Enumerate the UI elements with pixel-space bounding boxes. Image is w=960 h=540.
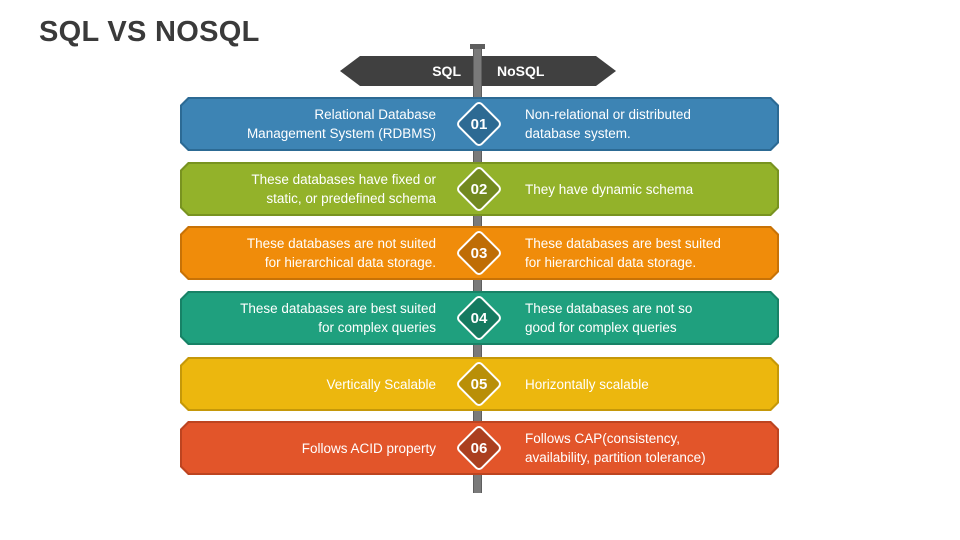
sql-description: These databases are best suited for compl… [192, 291, 436, 345]
nosql-description: These databases are best suited for hiera… [525, 226, 765, 280]
sql-sign: SQL [340, 56, 473, 86]
nosql-description: They have dynamic schema [525, 162, 765, 216]
nosql-text-line: availability, partition tolerance) [525, 450, 706, 465]
page-title: SQL VS NOSQL [39, 16, 260, 48]
row-number: 01 [470, 115, 488, 133]
sql-text-line: for hierarchical data storage. [264, 255, 436, 270]
nosql-text-line: These databases are best suited [525, 236, 721, 251]
nosql-description: Non-relational or distributed database sy… [525, 97, 765, 151]
comparison-row: Follows ACID property Follows CAP(consist… [180, 421, 779, 475]
number-badge: 02 [454, 164, 504, 214]
sql-text-line: Follows ACID property [301, 440, 436, 456]
sql-description: These databases have fixed or static, or … [192, 162, 436, 216]
row-number: 03 [470, 244, 488, 262]
row-number: 06 [470, 439, 488, 457]
sql-text-line: Vertically Scalable [326, 376, 436, 392]
number-badge: 06 [454, 423, 504, 473]
number-badge: 05 [454, 359, 504, 409]
nosql-text-line: database system. [525, 126, 631, 141]
sql-text-line: These databases have fixed or [251, 172, 436, 187]
signpost-pole-cap [470, 44, 485, 49]
comparison-row: These databases are not suited for hierar… [180, 226, 779, 280]
sql-description: Follows ACID property [192, 421, 436, 475]
nosql-description: Follows CAP(consistency, availability, pa… [525, 421, 765, 475]
nosql-description: Horizontally scalable [525, 357, 765, 411]
nosql-text-line: These databases are not so [525, 301, 693, 316]
nosql-text-line: Follows CAP(consistency, [525, 431, 681, 446]
sql-text-line: Management System (RDBMS) [246, 126, 436, 141]
sql-text-line: These databases are not suited [246, 236, 436, 251]
nosql-text-line: for hierarchical data storage. [525, 255, 697, 270]
row-number: 04 [470, 309, 488, 327]
number-badge: 01 [454, 99, 504, 149]
sql-description: Vertically Scalable [192, 357, 436, 411]
row-number: 05 [470, 375, 488, 393]
row-number: 02 [470, 180, 488, 198]
nosql-text-line: Horizontally scalable [525, 376, 649, 392]
sql-text-line: static, or predefined schema [266, 191, 436, 206]
nosql-sign: NoSQL [482, 56, 616, 86]
sql-text-line: These databases are best suited [240, 301, 436, 316]
sql-description: These databases are not suited for hierar… [192, 226, 436, 280]
nosql-description: These databases are not so good for compl… [525, 291, 765, 345]
sql-text-line: Relational Database [314, 107, 436, 122]
nosql-text-line: Non-relational or distributed [525, 107, 691, 122]
number-badge: 03 [454, 228, 504, 278]
number-badge: 04 [454, 293, 504, 343]
comparison-row: These databases have fixed or static, or … [180, 162, 779, 216]
nosql-text-line: good for complex queries [525, 320, 677, 335]
comparison-row: These databases are best suited for compl… [180, 291, 779, 345]
nosql-text-line: They have dynamic schema [525, 181, 694, 197]
comparison-row: Vertically Scalable Horizontally scalable… [180, 357, 779, 411]
sql-text-line: for complex queries [318, 320, 436, 335]
